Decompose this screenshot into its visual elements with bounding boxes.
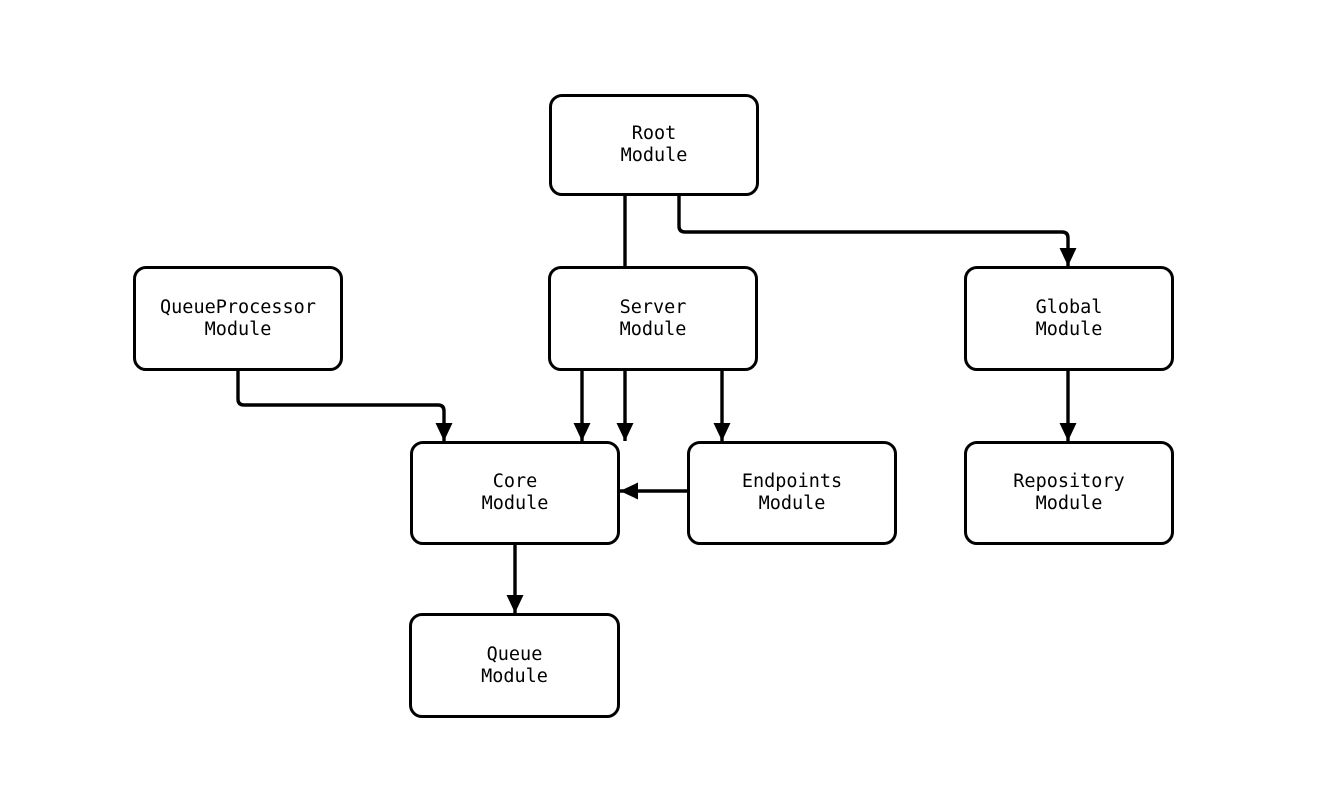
- node-core-module-line2: Module: [481, 493, 549, 514]
- node-repository-module-line1: Repository: [1013, 471, 1125, 492]
- edge-root-to-global: [677, 196, 1077, 266]
- node-server-module-line2: Module: [619, 318, 687, 340]
- node-queueprocessor-module-line2: Module: [204, 318, 272, 340]
- node-queue-module-line1: Queue: [486, 643, 543, 665]
- node-endpoints-module[interactable]: Endpoints Module: [687, 441, 897, 545]
- node-queue-module-line2: Module: [481, 665, 548, 687]
- node-global-module-line2: Module: [1035, 318, 1103, 340]
- node-root-module-line1: Root: [631, 123, 677, 144]
- node-server-module[interactable]: Server Module: [548, 266, 758, 371]
- node-root-module[interactable]: Root Module: [549, 94, 759, 196]
- node-repository-module[interactable]: Repository Module: [964, 441, 1174, 545]
- node-root-module-line2: Module: [620, 145, 688, 166]
- node-global-module-line1: Global: [1035, 296, 1103, 318]
- node-core-module-line1: Core: [492, 471, 538, 492]
- node-queueprocessor-module-line1: QueueProcessor: [160, 296, 316, 318]
- node-global-module[interactable]: Global Module: [964, 266, 1174, 371]
- node-server-module-line1: Server: [619, 296, 687, 318]
- node-queue-module[interactable]: Queue Module: [409, 613, 620, 718]
- node-core-module[interactable]: Core Module: [410, 441, 620, 545]
- node-queueprocessor-module[interactable]: QueueProcessor Module: [133, 266, 343, 371]
- edge-queueprocessor-to-core: [236, 371, 453, 441]
- node-repository-module-line2: Module: [1035, 493, 1103, 514]
- node-endpoints-module-line2: Module: [758, 493, 826, 514]
- node-endpoints-module-line1: Endpoints: [741, 471, 843, 492]
